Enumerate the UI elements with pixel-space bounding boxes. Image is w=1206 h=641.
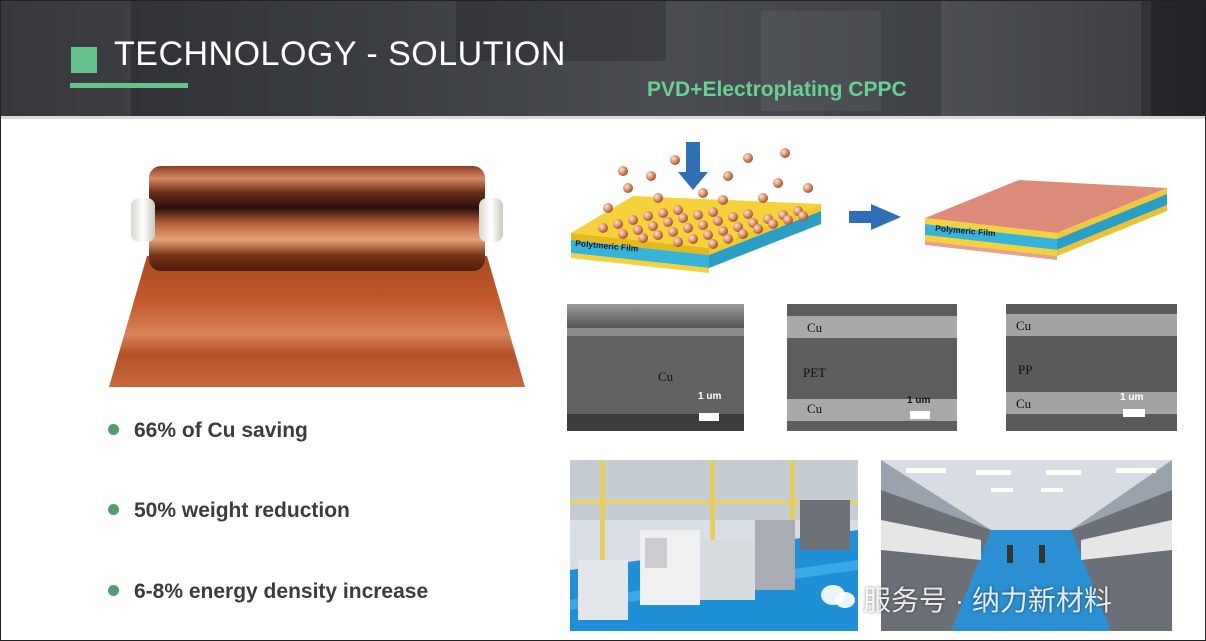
wechat-logo-icon <box>821 585 855 608</box>
sem-label: Cu <box>807 320 823 335</box>
bullet-dot-icon <box>108 503 119 515</box>
sem-label: PET <box>803 365 827 380</box>
scale-label: 1 um <box>907 395 931 406</box>
sem-label: Cu <box>658 369 674 384</box>
sem-label: PP <box>1018 362 1033 377</box>
scale-bar <box>699 413 719 421</box>
scale-label: 1 um <box>698 391 722 402</box>
copper-particles <box>598 148 813 249</box>
sem-image-cu-pet-cu: Cu PET Cu 1 um <box>787 304 957 431</box>
sem-label: Cu <box>1016 318 1032 333</box>
title-marker <box>71 47 97 73</box>
page-subtitle: PVD+Electroplating CPPC <box>647 78 907 101</box>
sem-image-cu: Cu 1 um <box>567 304 744 431</box>
list-item: 50% weight reduction <box>108 499 350 523</box>
watermark-text: 服务号 · 纳力新材料 <box>863 585 1112 616</box>
copper-foil-roll-image <box>109 166 525 387</box>
factory-photo-2 <box>881 460 1172 631</box>
process-diagram: Polytmeric Film <box>571 142 1167 273</box>
sem-label: Cu <box>807 401 823 416</box>
list-item: 6-8% energy density increase <box>108 580 428 604</box>
header-banner <box>1 1 1205 119</box>
sem-image-cu-pp-cu: Cu PP Cu 1 um <box>1006 304 1177 431</box>
scale-label: 1 um <box>1120 392 1144 403</box>
bullet-dot-icon <box>108 423 119 435</box>
deposition-arrow-icon <box>678 142 708 190</box>
factory-photo-1 <box>570 460 858 631</box>
process-arrow-icon <box>849 204 901 230</box>
scale-bar <box>910 411 930 419</box>
scale-bar <box>1123 409 1145 417</box>
bullet-dot-icon <box>108 584 119 596</box>
sem-label: Cu <box>1016 396 1032 411</box>
list-item: 66% of Cu saving <box>108 419 308 443</box>
page-title: TECHNOLOGY - SOLUTION <box>114 35 566 73</box>
title-underline <box>70 83 188 88</box>
